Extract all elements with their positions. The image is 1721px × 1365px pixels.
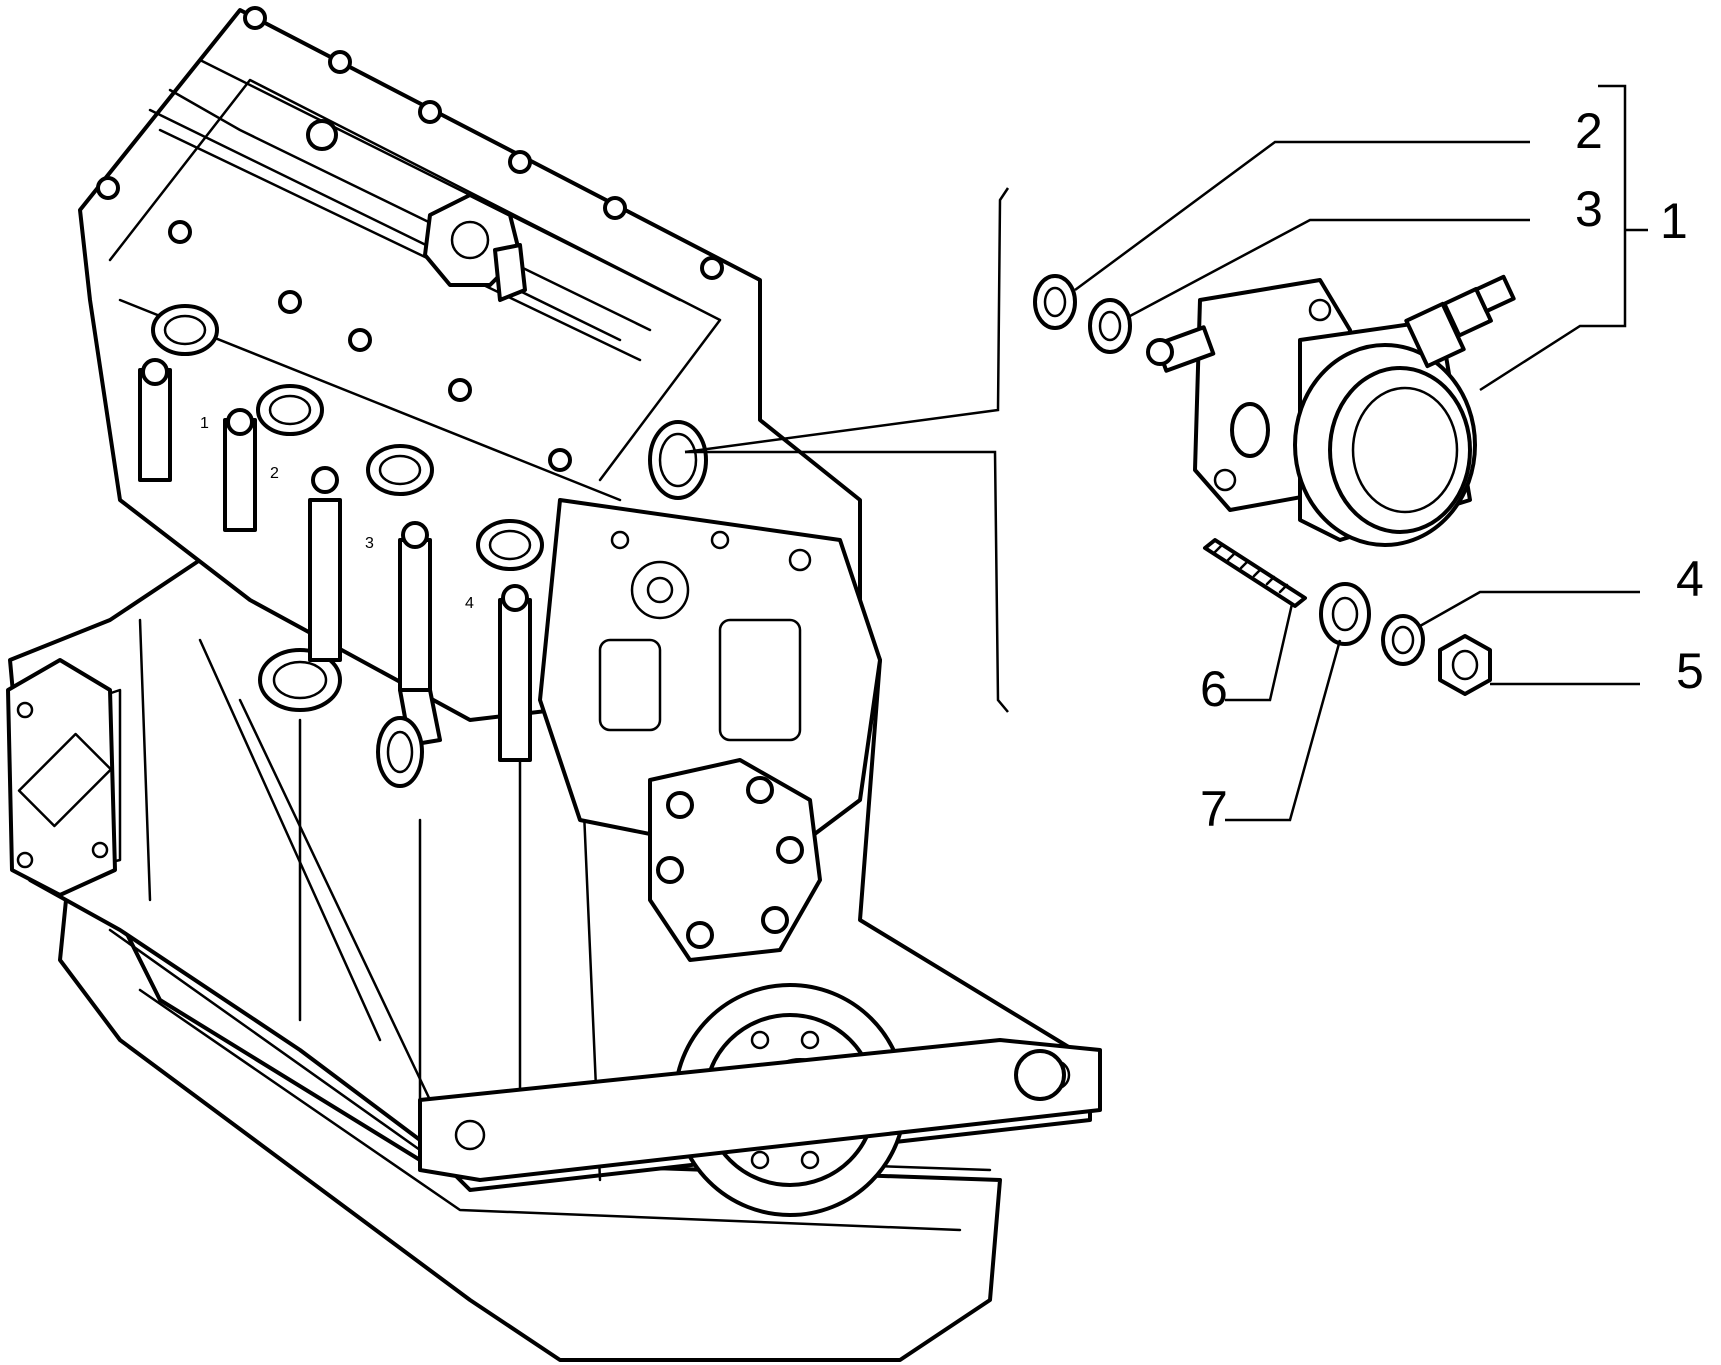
callout-4: 4 <box>1676 551 1704 607</box>
leader-6 <box>1225 603 1294 702</box>
cylinder-number-marks: 1 2 3 4 <box>200 415 474 612</box>
pump-assembly-illustration <box>1033 274 1516 696</box>
washer-part-2 <box>1033 274 1077 330</box>
cylinder-mark-3: 3 <box>365 535 374 552</box>
cylinder-mark-1: 1 <box>200 415 209 432</box>
end-flange <box>6 658 117 897</box>
oil-sump <box>58 858 1002 1362</box>
engine-block-illustration: 1 2 3 4 <box>6 6 1102 1362</box>
leader-1 <box>1479 84 1627 392</box>
callout-2: 2 <box>1575 103 1603 159</box>
cover-plate <box>648 758 822 962</box>
stud-part-6 <box>1203 538 1307 608</box>
callout-1: 1 <box>1660 193 1688 249</box>
callout-6: 6 <box>1200 661 1228 717</box>
oil-filler-cap <box>423 193 527 302</box>
callout-5: 5 <box>1676 643 1704 699</box>
leader-3 <box>1129 218 1530 318</box>
leader-7 <box>1225 639 1342 822</box>
washer-part-7 <box>1319 582 1371 646</box>
timing-end-plate <box>538 498 882 862</box>
cylinder-mark-4: 4 <box>465 595 474 612</box>
callout-labels: 2 3 1 4 5 6 7 <box>1200 103 1704 837</box>
seal-ring <box>376 716 424 788</box>
injector-pillars <box>138 358 532 762</box>
leader-4 <box>1419 590 1640 628</box>
assembly-leader <box>684 187 1010 454</box>
washer-part-3 <box>1088 298 1132 354</box>
front-lug-plate <box>418 1038 1102 1182</box>
cylinder-bores <box>151 304 544 712</box>
pump-housing <box>1293 318 1477 547</box>
leader-lines <box>684 84 1648 822</box>
washer-part-4 <box>1381 614 1425 666</box>
leader-2 <box>1074 140 1530 292</box>
callout-3: 3 <box>1575 181 1603 237</box>
pump-drive-stub <box>1146 325 1270 458</box>
pump-mounting-port <box>648 420 708 500</box>
head-bolts <box>96 6 724 472</box>
pump-spigot <box>1404 274 1516 369</box>
callout-7: 7 <box>1200 781 1228 837</box>
cylinder-mark-2: 2 <box>270 465 279 482</box>
nut-part-5 <box>1438 634 1492 696</box>
